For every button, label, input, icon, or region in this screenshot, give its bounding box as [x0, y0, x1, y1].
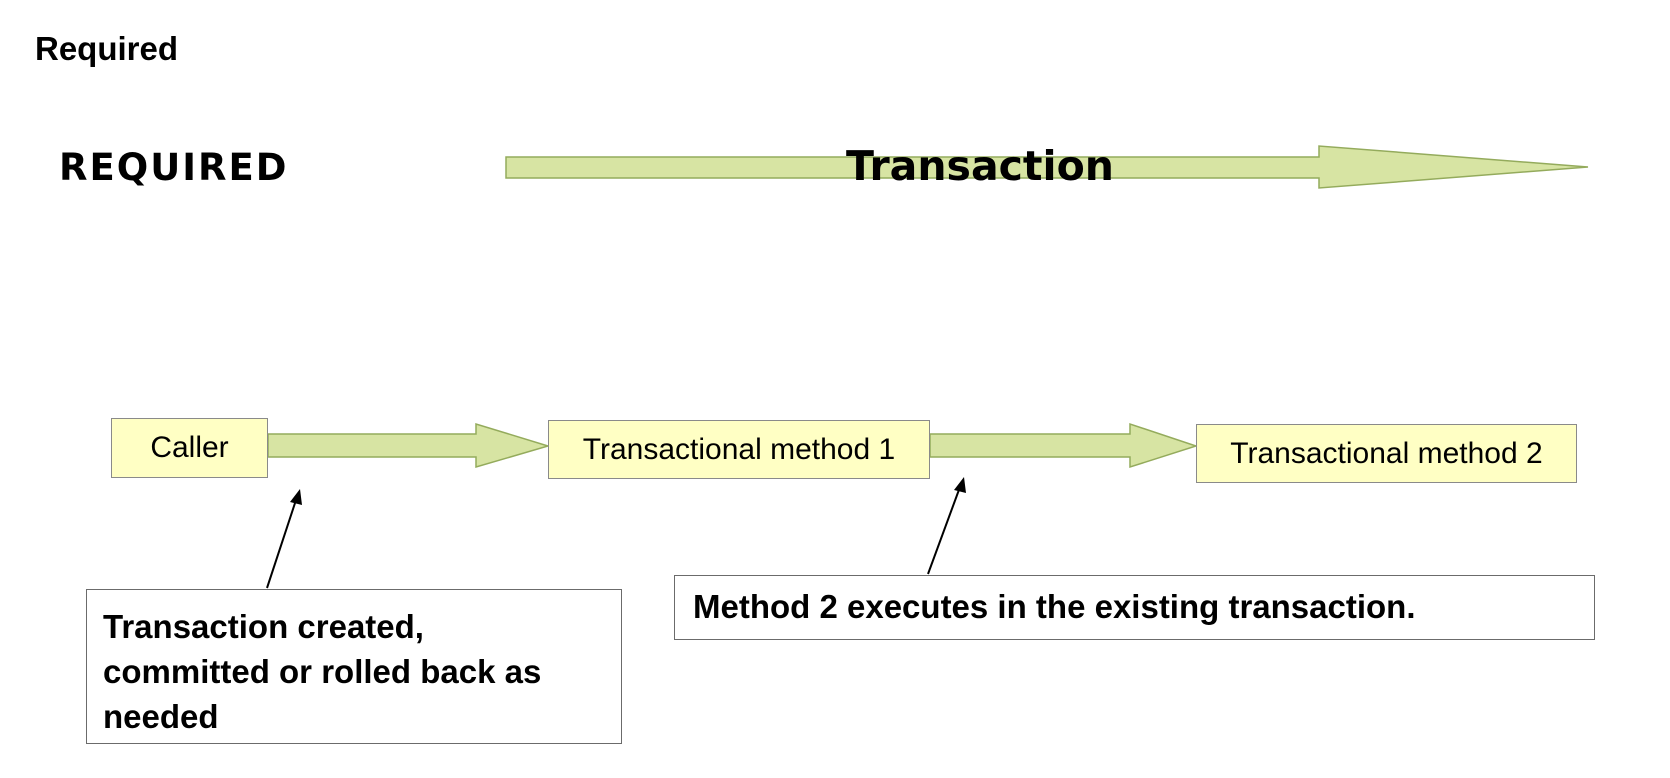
caller-node: Caller [111, 418, 268, 478]
flow-arrow-method1-to-method2 [929, 422, 1199, 469]
transactional-method-2-node: Transactional method 2 [1196, 424, 1577, 483]
callout-arrowhead-method1 [954, 477, 966, 493]
flow-arrow-caller-to-method1 [267, 422, 551, 468]
page-title: Required [35, 30, 179, 67]
transactional-method-1-node: Transactional method 1 [548, 420, 930, 479]
callout-line-method1 [927, 486, 961, 575]
transaction-scope-label: Transaction [846, 142, 1114, 190]
caller-transaction-note: Transaction created, committed or rolled… [86, 589, 622, 744]
method2-existing-transaction-note: Method 2 executes in the existing transa… [674, 575, 1595, 640]
transaction-scope-arrow [505, 145, 1589, 189]
callout-arrowhead-caller [290, 489, 302, 505]
callout-line-caller [266, 496, 298, 589]
propagation-mode-label: REQUIRED [59, 146, 289, 189]
